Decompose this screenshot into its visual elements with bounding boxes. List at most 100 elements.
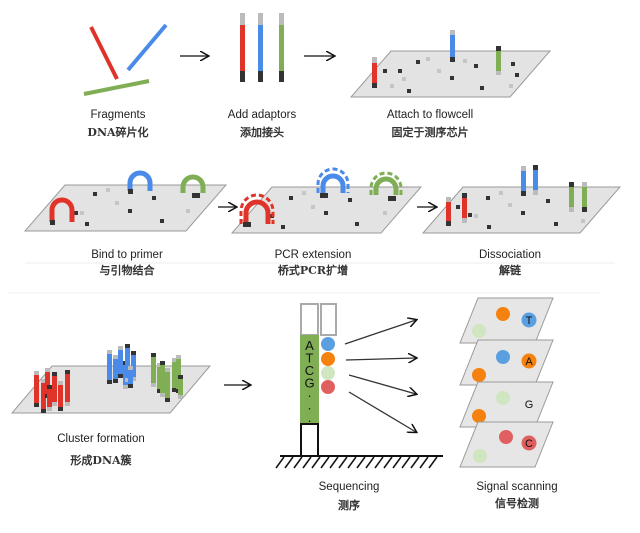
cluster-blue	[107, 344, 136, 389]
base-call-letter: C	[525, 438, 533, 450]
scan-layer: T	[459, 297, 554, 344]
step-label-zh-pcr-extension: 桥式PCR扩增	[278, 263, 348, 277]
hatch-mark	[284, 456, 294, 469]
dissociation-illustration	[421, 165, 622, 234]
base-call-letter: A	[525, 356, 533, 368]
cluster-strand	[107, 350, 112, 384]
flowcell-attach	[349, 30, 552, 98]
hatch-mark	[338, 456, 348, 469]
step-label-zh-attach-flowcell: 固定于测序芯片	[392, 125, 469, 139]
step-label-dissociation: Dissociation	[479, 249, 541, 261]
flowcell-primers	[383, 60, 519, 93]
hatch-mark	[401, 456, 411, 469]
hatch-mark	[311, 456, 321, 469]
sequence-base: G	[304, 376, 314, 391]
cluster-strand	[125, 344, 130, 382]
bridge-strand-green	[373, 176, 399, 195]
step-label-signal-scanning: Signal scanning	[476, 481, 557, 493]
cluster-strand	[113, 355, 118, 383]
cluster-strand	[52, 372, 57, 406]
hatch-mark	[302, 456, 312, 469]
attached-strand-blue	[450, 30, 455, 62]
hatch-mark	[392, 456, 402, 469]
cluster-red	[34, 368, 70, 413]
base-call-letter: G	[525, 399, 534, 411]
sequence-base: C	[305, 363, 314, 378]
step-label-bind-primer: Bind to primer	[91, 249, 163, 261]
hatch-mark	[293, 456, 303, 469]
signal-arrow-icon	[345, 358, 416, 360]
single-strand-blue	[533, 165, 538, 195]
hatch-mark	[275, 456, 285, 469]
hatch-mark	[419, 456, 429, 469]
cluster-strand	[47, 385, 52, 411]
signal-scanning-illustration: T A G C	[459, 297, 554, 468]
base-call-dot	[521, 312, 537, 328]
pcr-extension-illustration	[230, 167, 423, 234]
cluster-formation-illustration	[10, 344, 212, 414]
hatch-mark	[383, 456, 393, 469]
scan-layer: G	[459, 381, 554, 428]
primer-box	[320, 303, 337, 336]
nucleotide-dot-red	[321, 380, 335, 394]
adaptor-strands	[240, 13, 284, 82]
cluster-strand	[58, 381, 63, 411]
step-label-cluster-formation: Cluster formation	[57, 433, 145, 445]
hatch-mark	[347, 456, 357, 469]
cluster-strand	[128, 366, 133, 388]
step-label-zh-fragments: DNA碎片化	[87, 125, 148, 139]
nucleotide-dot-lightgreen	[321, 366, 335, 380]
step-label-attach-flowcell: Attach to flowcell	[387, 109, 473, 121]
step-label-pcr-extension: PCR extension	[275, 249, 352, 261]
step-label-zh-dissociation: 解链	[499, 263, 522, 277]
cluster-strand	[157, 363, 162, 393]
sequence-base: ·	[307, 388, 311, 403]
cluster-strand	[131, 351, 136, 381]
single-strand-green	[569, 182, 574, 212]
base-call-letter: T	[526, 315, 533, 327]
primer-box	[300, 303, 319, 336]
signal-arrow-icon	[348, 374, 416, 394]
step-label-zh-add-adaptors: 添加接头	[240, 125, 284, 139]
bridge-strand-blue	[127, 170, 153, 191]
hatch-mark	[428, 456, 438, 469]
cluster-strand	[151, 353, 156, 387]
cluster-strand	[172, 358, 177, 392]
bridge-strand-blue	[320, 173, 346, 193]
nucleotide-dot-orange	[321, 352, 335, 366]
adaptor-strand-red	[240, 13, 245, 82]
hatch-mark	[329, 456, 339, 469]
fragments-illustration	[83, 23, 168, 96]
attached-strand-red	[372, 57, 377, 88]
cluster-strand	[160, 361, 165, 397]
step-label-zh-signal-scanning: 信号检测	[495, 496, 539, 510]
base-call-dot	[521, 435, 537, 451]
cluster-strand	[41, 379, 46, 413]
nucleotide-dot-blue	[321, 337, 335, 351]
sequence-base: ·	[307, 413, 311, 428]
sequence-base: ·	[307, 401, 311, 416]
step-label-fragments: Fragments	[91, 109, 146, 121]
cluster-strand	[34, 371, 39, 407]
single-strand-red	[446, 197, 451, 226]
adaptor-strand-blue	[258, 13, 263, 82]
scan-layer: C	[459, 421, 554, 468]
ground-hatching	[275, 456, 438, 469]
bridge-strand-red	[243, 199, 271, 224]
sequence-base: A	[305, 338, 314, 353]
flowcell-surface	[23, 184, 228, 232]
sequence-base: T	[306, 351, 314, 366]
cluster-strand	[178, 375, 183, 399]
step-label-add-adaptors: Add adaptors	[228, 109, 297, 121]
hatch-mark	[410, 456, 420, 469]
scan-layer: A	[459, 339, 554, 386]
hatch-mark	[356, 456, 366, 469]
single-strand-green	[582, 182, 587, 212]
base-call-dot	[521, 353, 537, 369]
anchor-box	[300, 423, 319, 457]
single-strand-blue	[521, 166, 526, 196]
cluster-green	[151, 353, 183, 402]
